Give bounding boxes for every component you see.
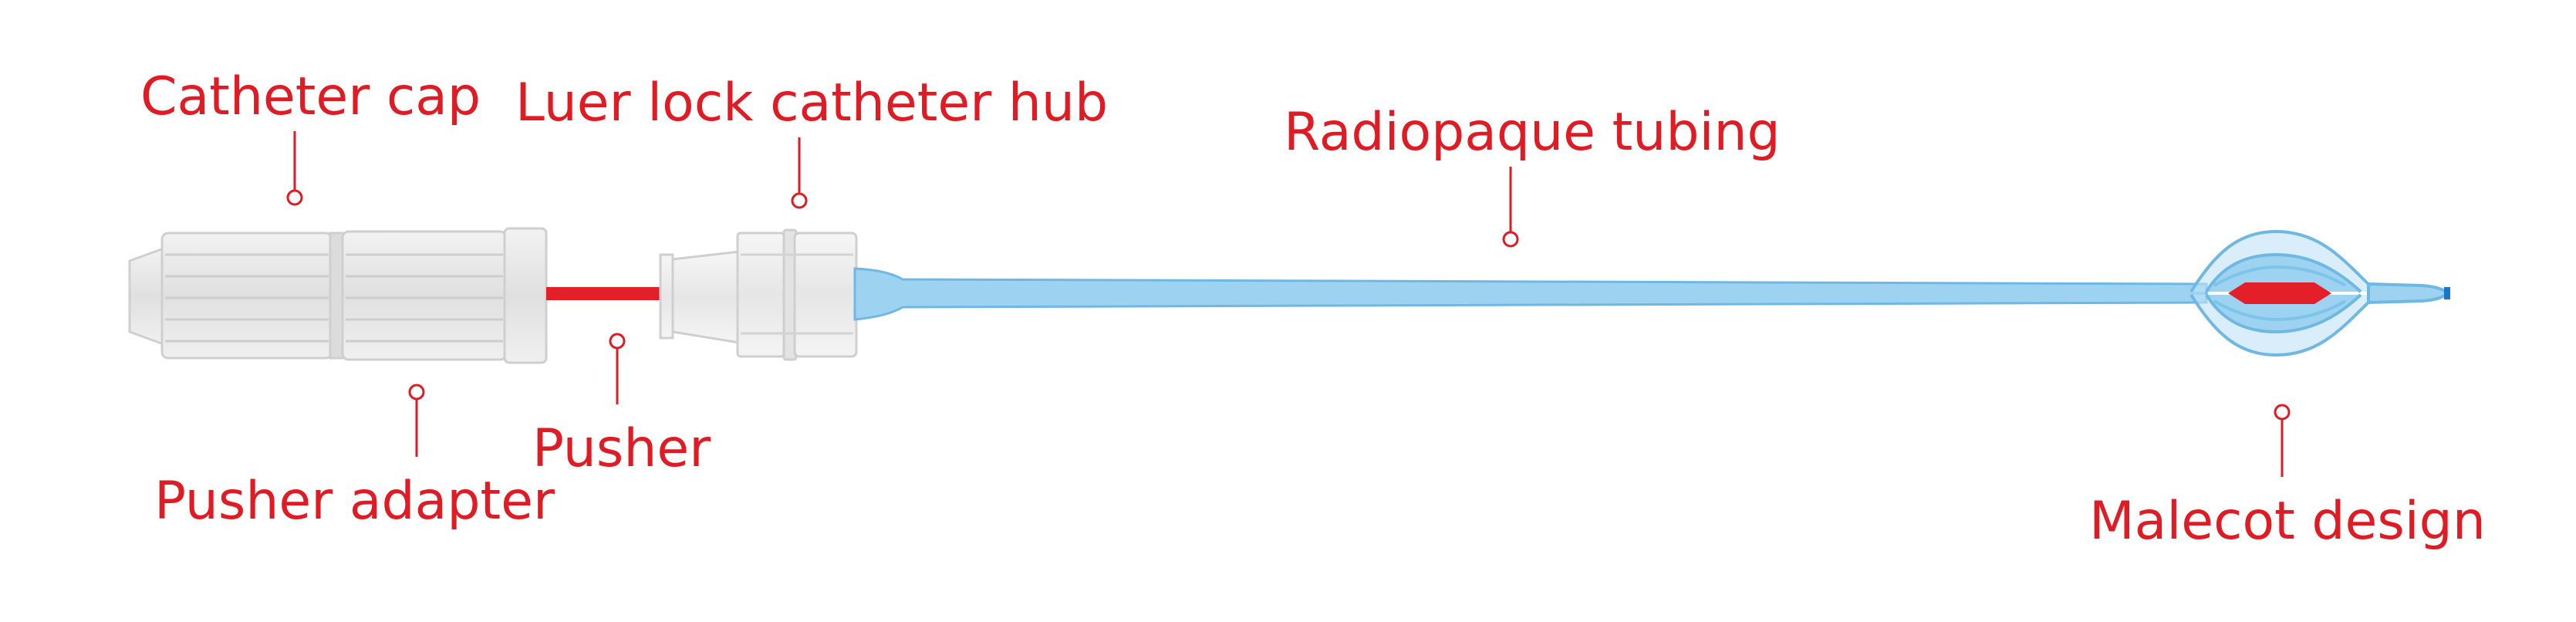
leader-malecot-design xyxy=(2274,404,2291,477)
label-malecot-design: Malecot design xyxy=(2089,491,2486,552)
leader-pusher xyxy=(609,333,626,404)
label-pusher: Pusher xyxy=(532,418,711,479)
label-catheter-cap: Catheter cap xyxy=(140,66,481,127)
catheter-cap-body xyxy=(128,232,346,360)
pusher-wire xyxy=(546,287,660,300)
leader-luer-lock-hub xyxy=(791,137,808,209)
leader-radiopaque-tubing xyxy=(1502,167,1519,248)
pusher-adapter-body xyxy=(341,227,548,364)
leader-catheter-cap xyxy=(286,131,303,206)
label-radiopaque-tubing: Radiopaque tubing xyxy=(1284,102,1781,163)
tip-marker xyxy=(2444,287,2450,299)
malecot-pusher-tip xyxy=(2228,282,2331,304)
radiopaque-tubing xyxy=(853,267,2208,321)
label-luer-lock-hub: Luer lock catheter hub xyxy=(515,73,1108,134)
luer-lock-hub xyxy=(659,228,858,361)
leader-pusher-adapter xyxy=(408,384,425,457)
label-pusher-adapter: Pusher adapter xyxy=(154,471,555,532)
